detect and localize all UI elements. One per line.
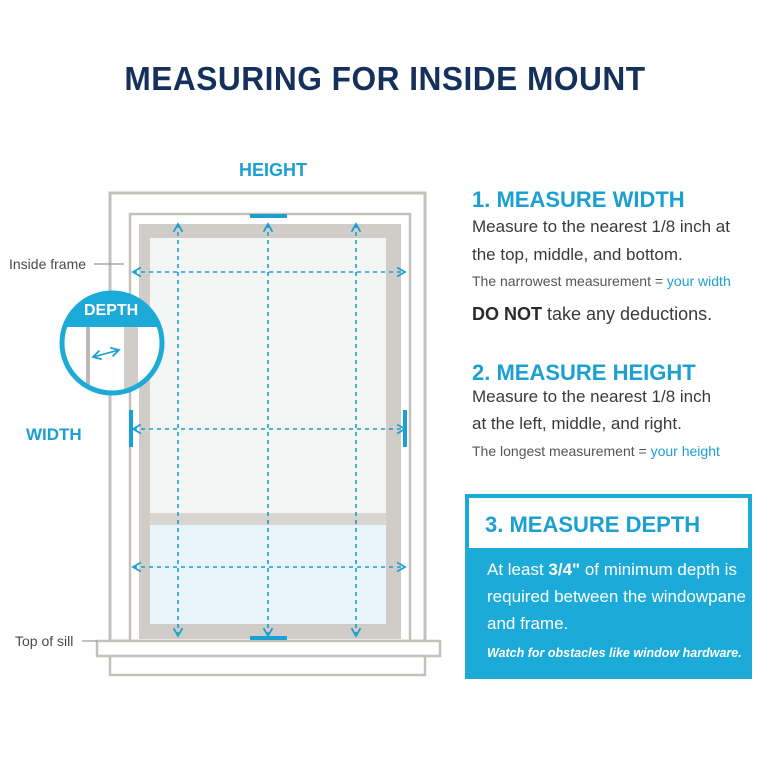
step-depth-note: Watch for obstacles like window hardware… [487, 646, 742, 660]
apron [108, 654, 427, 677]
step-width-note: The narrowest measurement = your width [472, 273, 731, 289]
windowpane-upper [150, 238, 386, 513]
measure-end-ticks [129, 214, 407, 640]
depth-label: DEPTH [84, 302, 139, 319]
step-depth-box: 3. MEASURE DEPTH At least 3/4" of minimu… [465, 494, 752, 679]
step-width-line1: Measure to the nearest 1/8 inch at [472, 217, 730, 236]
step-width-line2: the top, middle, and bottom. [472, 245, 683, 264]
step-depth-heading: 3. MEASURE DEPTH [485, 512, 701, 537]
top-of-sill-label: Top of sill [15, 633, 74, 649]
inside-frame-label: Inside frame [9, 256, 87, 272]
height-label: HEIGHT [239, 160, 308, 180]
step-height-heading: 2. MEASURE HEIGHT [472, 360, 696, 385]
step-depth-body: At least 3/4" of minimum depth is requir… [487, 560, 746, 633]
height-highlight: your height [650, 443, 720, 459]
step-width-heading: 1. MEASURE WIDTH [472, 187, 685, 212]
page-title: MEASURING FOR INSIDE MOUNT [124, 60, 646, 97]
sill [95, 639, 442, 658]
width-label: WIDTH [26, 425, 82, 444]
width-highlight: your width [666, 273, 731, 289]
step-depth-header [469, 498, 748, 548]
no-deductions-warning: DO NOT take any deductions. [472, 304, 713, 324]
step-height-line2: at the left, middle, and right. [472, 414, 682, 433]
step-height-note: The longest measurement = your height [472, 443, 720, 459]
step-height-line1: Measure to the nearest 1/8 inch [472, 387, 712, 406]
width-measure-lines [131, 266, 407, 573]
